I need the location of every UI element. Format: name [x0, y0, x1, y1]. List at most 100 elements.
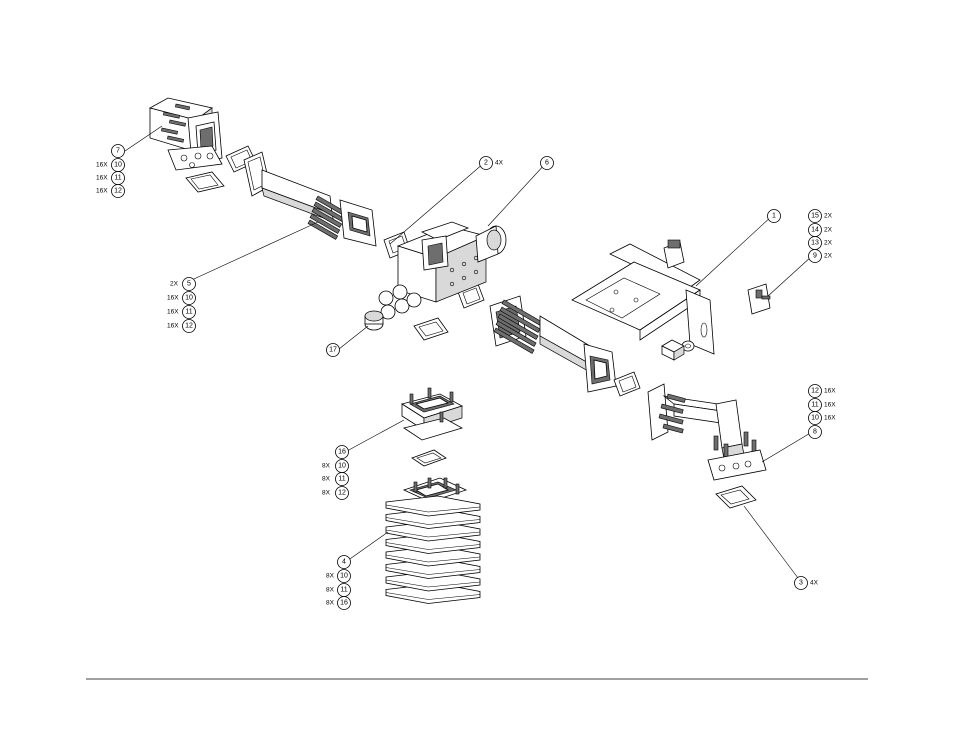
quantity-label: 8X [326, 573, 335, 580]
part-17-cap [364, 310, 384, 331]
callout-12: 12 16X [808, 384, 836, 398]
callout-16: 16 8X [326, 596, 351, 610]
callout-number: 12 [185, 323, 193, 330]
callout-11: 11 16X [167, 305, 196, 319]
callout-12: 12 16X [167, 319, 196, 333]
heat-sink-fin-edge [385, 567, 481, 575]
callout-number: 9 [813, 253, 817, 260]
callout-number: 2 [484, 160, 488, 167]
heat-sink-fin-edge [385, 504, 481, 513]
callout-17: 17 [326, 343, 340, 357]
part-2-gasket [383, 231, 485, 341]
quantity-label: 2X [824, 253, 833, 260]
part-8-waveguide-bend [647, 383, 767, 509]
callout-13: 13 2X [808, 236, 833, 250]
callout-12: 12 8X [322, 486, 349, 500]
callout-number: 11 [185, 309, 192, 316]
callout-number: 1 [772, 213, 776, 220]
heat-sink-fin-edge [385, 592, 481, 600]
callout-10: 10 16X [167, 291, 196, 305]
callout-11: 11 16X [808, 398, 836, 412]
heat-sink-fin-edge [385, 579, 481, 588]
callout-number: 17 [329, 347, 337, 354]
callout-number: 11 [340, 587, 347, 594]
heat-sink-fin [385, 495, 481, 517]
callout-number: 13 [811, 240, 819, 247]
callout-10: 10 16X [808, 411, 836, 425]
quantity-label: 2X [824, 240, 833, 247]
callout-number: 6 [545, 160, 549, 167]
callout-11: 11 8X [322, 472, 349, 486]
heat-sink-fin-edge [385, 554, 481, 563]
quantity-label: 8X [322, 463, 331, 470]
callout-number: 14 [811, 227, 819, 234]
callout-number: 4 [342, 559, 346, 566]
quantity-label: 2X [824, 227, 833, 234]
callout-number: 15 [811, 213, 819, 220]
callout-number: 16 [338, 449, 346, 456]
part-7-waveguide-bend [148, 97, 257, 193]
part-5-straight-waveguide [243, 151, 377, 247]
quantity-label: 16X [96, 175, 108, 182]
callout-6: 6 [540, 156, 554, 170]
callout-15: 15 2X [808, 209, 833, 223]
callout-number: 10 [185, 295, 193, 302]
heat-sink-fin-edge [385, 529, 481, 538]
heat-sink-fins [385, 495, 481, 604]
callout-number: 5 [187, 281, 191, 288]
part-6-waveguide-switch [378, 221, 507, 320]
quantity-label: 8X [322, 490, 331, 497]
callout-8: 8 [808, 425, 822, 439]
part-4-finned-load [385, 477, 481, 604]
callout-number: 11 [338, 476, 345, 483]
callout-number: 7 [116, 148, 120, 155]
callout-5: 5 2X [170, 277, 196, 291]
callout-number: 12 [114, 188, 122, 195]
quantity-label: 16X [96, 162, 108, 169]
part-16-transition [401, 387, 464, 467]
callout-number: 10 [340, 573, 348, 580]
part-1-mounting-bracket [571, 239, 771, 361]
callout-number: 10 [811, 415, 819, 422]
callout-number: 8 [813, 429, 817, 436]
quantity-label: 8X [326, 587, 335, 594]
leader-lines [124, 125, 813, 583]
quantity-label: 2X [170, 281, 179, 288]
callout-10: 10 8X [326, 569, 351, 583]
quantity-label: 16X [167, 309, 179, 316]
quantity-label: 4X [810, 580, 819, 587]
waveguide-section-center [489, 295, 641, 397]
callout-1: 1 [767, 209, 781, 223]
callout-14: 14 2X [808, 223, 833, 237]
callout-number: 11 [811, 402, 818, 409]
quantity-label: 16X [824, 402, 836, 409]
callout-10: 10 8X [322, 459, 349, 473]
callout-11: 11 16X [96, 171, 125, 185]
callout-7: 7 [111, 144, 125, 158]
quantity-label: 16X [824, 388, 836, 395]
heat-sink-fin-edge [385, 517, 481, 525]
callout-11: 11 8X [326, 583, 351, 597]
quantity-label: 8X [322, 476, 331, 483]
callout-3: 3 4X [794, 576, 819, 590]
heat-sink-fin-edge [385, 542, 481, 550]
quantity-label: 8X [326, 600, 335, 607]
callout-number: 12 [338, 490, 346, 497]
quantity-label: 16X [824, 415, 836, 422]
quantity-label: 2X [824, 213, 833, 220]
callout-number: 16 [340, 600, 348, 607]
callout-number: 12 [811, 388, 819, 395]
quantity-label: 16X [167, 295, 179, 302]
quantity-label: 16X [167, 323, 179, 330]
callout-number: 10 [338, 463, 346, 470]
callout-4: 4 [337, 555, 351, 569]
callout-number: 11 [114, 175, 121, 182]
callout-number: 3 [799, 580, 803, 587]
callout-9: 9 2X [808, 249, 833, 263]
callout-16: 16 [335, 445, 349, 459]
